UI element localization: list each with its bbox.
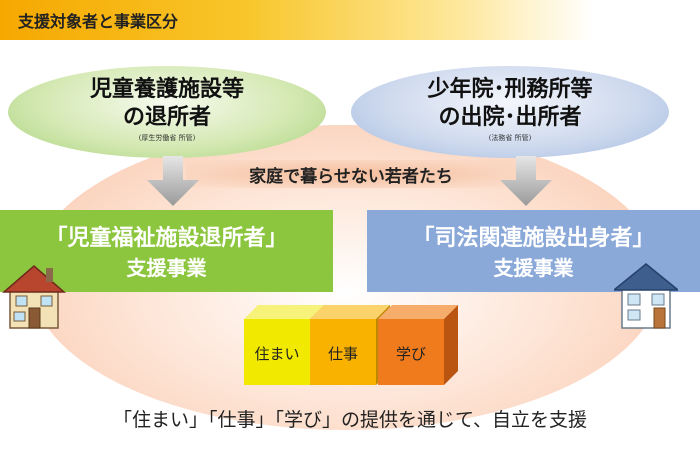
target-group-welfare-line1: 児童養護施設等: [90, 77, 244, 102]
cube-housing-label: 住まい: [254, 343, 299, 364]
section-title: 支援対象者と事業区分: [18, 8, 178, 32]
target-group-welfare-note: (厚生労働省 所管): [8, 133, 326, 143]
target-group-justice-title: 少年院･刑務所等 の出院･出所者: [351, 76, 669, 132]
cube-learning-label: 学び: [396, 343, 426, 364]
target-group-welfare-line2: の退所者: [123, 105, 211, 130]
program-welfare-title: 「児童福祉施設退所者」: [0, 220, 333, 252]
house-icon: [614, 262, 678, 330]
program-justice-title: 「司法関連施設出身者」: [367, 220, 700, 252]
target-group-welfare-title: 児童養護施設等 の退所者: [8, 76, 326, 132]
cube-learning-top: [378, 305, 458, 319]
down-arrow-left-icon: [147, 156, 199, 206]
header-bar: 支援対象者と事業区分: [0, 0, 700, 40]
youth-band: 家庭で暮らせない若者たち: [186, 160, 516, 188]
down-arrow-right-icon: [500, 156, 552, 206]
youth-band-text: 家庭で暮らせない若者たち: [249, 162, 453, 187]
target-group-justice: 少年院･刑務所等 の出院･出所者 (法務省 所管): [351, 66, 669, 158]
target-group-justice-note: (法務省 所管): [351, 133, 669, 143]
footer-caption: 「住まい」「仕事」「学び」の提供を通じて、自立を支援: [0, 405, 700, 432]
house-icon: [2, 262, 66, 330]
target-group-welfare: 児童養護施設等 の退所者 (厚生労働省 所管): [8, 66, 326, 158]
cube-work-label: 仕事: [328, 343, 358, 364]
target-group-justice-line2: の出院･出所者: [438, 105, 581, 130]
cube-learning-side: [444, 305, 458, 385]
target-group-justice-line1: 少年院･刑務所等: [427, 77, 592, 102]
cube-learning: 学び: [378, 305, 458, 385]
